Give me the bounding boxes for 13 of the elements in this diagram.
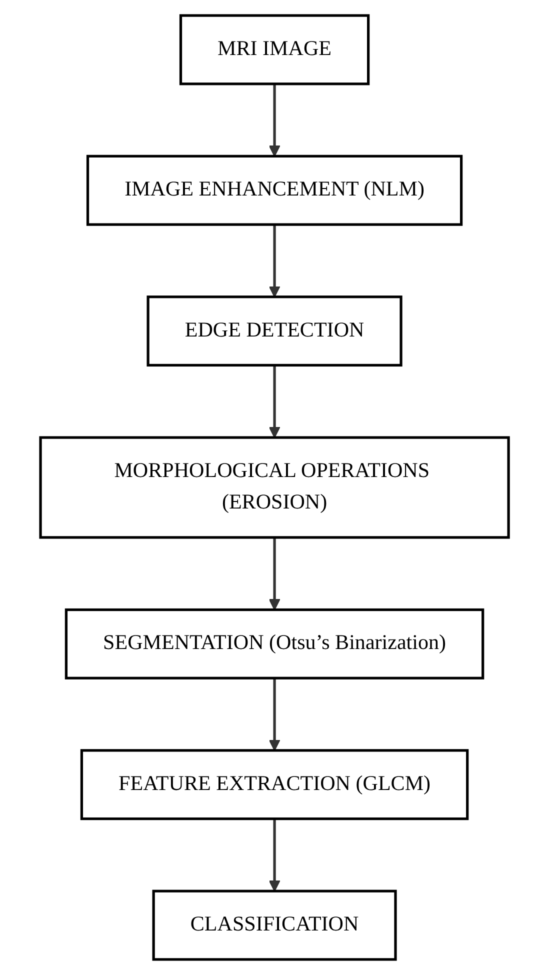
- node-box: MORPHOLOGICAL OPERATIONS (EROSION): [40, 436, 510, 539]
- arrow: [269, 537, 281, 610]
- node-box: SEGMENTATION (Otsu’s Binarization): [65, 608, 485, 680]
- node-box: CLASSIFICATION: [152, 890, 398, 961]
- arrow: [269, 678, 281, 751]
- node-box: EDGE DETECTION: [147, 296, 403, 367]
- arrow: [269, 84, 281, 157]
- node-box: MRI IMAGE: [180, 14, 370, 86]
- arrow: [269, 224, 281, 298]
- arrow: [269, 818, 281, 892]
- node-box: FEATURE EXTRACTION (GLCM): [80, 749, 470, 820]
- node-box: IMAGE ENHANCEMENT (NLM): [86, 154, 464, 226]
- arrow: [269, 365, 281, 438]
